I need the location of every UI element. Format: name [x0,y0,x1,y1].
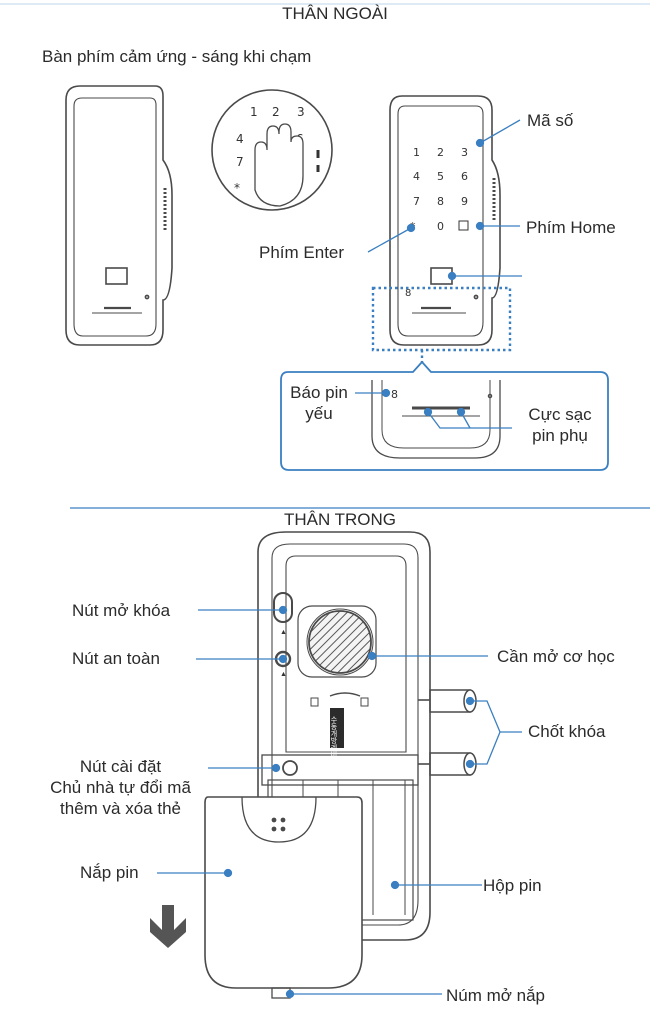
label-cover-knob: Núm mở nắp [446,986,546,1005]
outer-lock-back [65,85,173,346]
outer-lock-front [389,95,501,346]
svg-text:4: 4 [413,170,420,183]
inner-lock: ▲ ▲ [257,531,477,941]
svg-text:5: 5 [437,170,444,183]
touch-keypad-caption: Bàn phím cảm ứng - sáng khi chạm [42,47,312,66]
inner-section-title: THÂN TRONG [283,510,397,529]
svg-text:6: 6 [461,170,468,183]
outer-leaders [355,119,522,429]
low-battery-glyph: 8 [391,388,398,401]
label-home-key: Phím Home [526,218,616,237]
label-mech-lever: Cần mở cơ học [497,647,615,666]
label-latch: Chốt khóa [528,722,606,741]
svg-text:▲: ▲ [280,629,287,636]
label-unlock-button: Nút mở khóa [72,601,171,620]
outer-section-title: THÂN NGOÀI [282,4,388,23]
front-keypad-digits: 123 456 789 *0 8 [405,146,469,299]
svg-text:▲: ▲ [280,671,287,678]
label-safety-button: Nút an toàn [72,649,160,668]
highlight-box [371,286,512,352]
battery-cover [204,796,363,999]
label-aux-charge: Cực sạc pin phụ [528,405,592,445]
svg-text:8: 8 [405,288,411,299]
svg-text:7: 7 [413,195,420,208]
lever-sticker-text: 수동개방레버 [330,716,338,759]
svg-text:7: 7 [236,155,244,169]
keypad-zoom-circle: 123 46 7 * [211,89,333,211]
down-arrow-icon [150,905,186,948]
svg-text:1: 1 [250,105,258,119]
label-battery-cover: Nắp pin [80,863,139,882]
label-code: Mã số [527,111,574,130]
svg-text:0: 0 [437,220,444,233]
svg-text:2: 2 [437,146,444,159]
label-enter-key: Phím Enter [259,243,345,262]
inner-leaders [157,605,522,999]
svg-text:*: * [234,181,240,195]
svg-text:3: 3 [297,105,305,119]
svg-text:3: 3 [461,146,468,159]
label-battery-box: Hộp pin [483,876,542,895]
svg-text:4: 4 [236,132,244,146]
svg-text:9: 9 [461,195,468,208]
svg-text:2: 2 [272,105,280,119]
label-low-battery: Báo pin yếu [290,383,348,423]
svg-text:1: 1 [413,146,420,159]
svg-text:8: 8 [437,195,444,208]
label-settings-button: Nút cài đặt Chủ nhà tự đổi mã thêm và xó… [50,757,191,818]
